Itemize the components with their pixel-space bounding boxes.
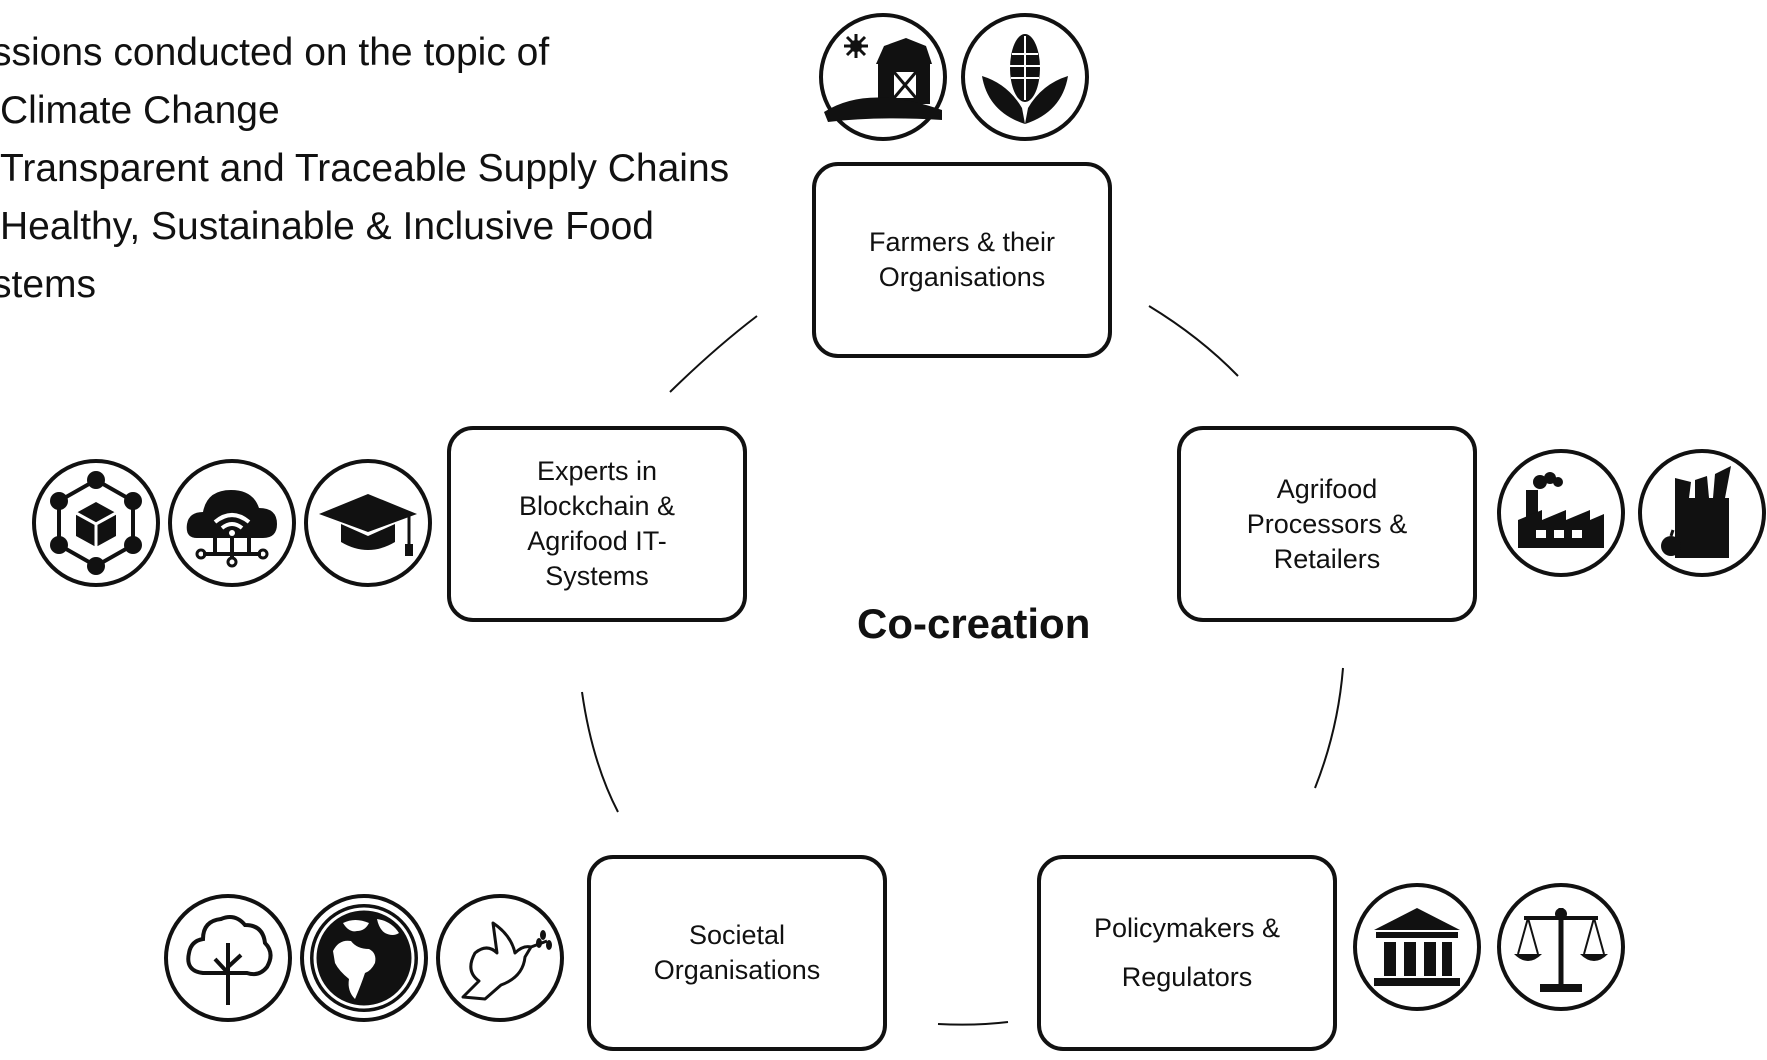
agrifood-box: Agrifood Processors & Retailers bbox=[1177, 426, 1477, 622]
intro-topic-climate: Climate Change bbox=[0, 89, 280, 132]
intro-text: ssions conducted on the topic of Climate… bbox=[0, 24, 729, 314]
intro-line: ssions conducted on the topic of bbox=[0, 31, 550, 74]
societal-label: Societal Organisations bbox=[653, 920, 821, 985]
farmers-label: Farmers & their Organisations bbox=[868, 227, 1056, 292]
policy-box: Policymakers & Regulators bbox=[1037, 855, 1337, 1051]
connector-policy-societal bbox=[937, 1021, 1009, 1026]
farmers-box: Farmers & their Organisations bbox=[812, 162, 1112, 358]
connector-agrifood-policy bbox=[1314, 667, 1344, 789]
center-title: Co-creation bbox=[857, 600, 1091, 647]
societal-box: Societal Organisations bbox=[587, 855, 887, 1051]
government-building-icon bbox=[1352, 882, 1482, 1012]
peace-dove-icon bbox=[435, 893, 565, 1023]
connector-farmers-agrifood bbox=[1148, 305, 1239, 377]
blockchain-network-icon bbox=[31, 458, 161, 588]
factory-icon bbox=[1496, 448, 1626, 578]
graduation-cap-icon bbox=[303, 458, 433, 588]
grocery-bag-icon bbox=[1637, 448, 1767, 578]
cloud-wifi-icon bbox=[167, 458, 297, 588]
corn-icon bbox=[960, 12, 1090, 142]
connector-experts-farmers bbox=[669, 315, 758, 393]
farm-barn-icon bbox=[818, 12, 948, 142]
intro-topic-supply-chains: Transparent and Traceable Supply Chains bbox=[0, 147, 730, 190]
justice-scales-icon bbox=[1496, 882, 1626, 1012]
policy-label: Policymakers & Regulators bbox=[1093, 913, 1281, 992]
intro-topic-food-systems: Healthy, Sustainable & Inclusive Food bbox=[0, 205, 654, 248]
agrifood-label: Agrifood Processors & Retailers bbox=[1246, 473, 1408, 574]
globe-icon bbox=[299, 893, 429, 1023]
experts-label: Experts in Blockchain & Agrifood IT- Sys… bbox=[518, 456, 676, 591]
intro-line-continued: stems bbox=[0, 263, 97, 306]
experts-box: Experts in Blockchain & Agrifood IT- Sys… bbox=[447, 426, 747, 622]
tree-icon bbox=[163, 893, 293, 1023]
connector-societal-experts bbox=[581, 691, 619, 813]
